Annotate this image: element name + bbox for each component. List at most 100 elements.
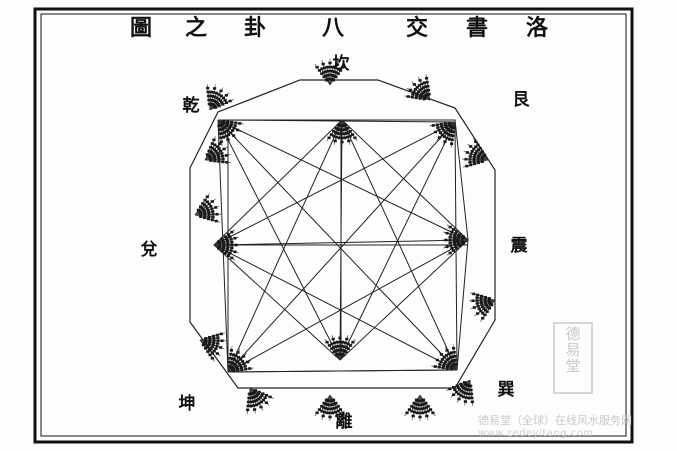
fan-glyph-mark: [221, 240, 226, 244]
fan-glyph-mark: [420, 82, 424, 86]
trigram-label-gen: 艮: [512, 90, 530, 110]
fan-glyph-mark: [217, 155, 221, 159]
fan-glyph-mark: [472, 158, 476, 161]
fan-glyph-mark: [449, 244, 453, 247]
fan-glyph-mark: [458, 232, 462, 236]
fan-glyph-mark: [216, 339, 220, 342]
fan-glyph-mark: [444, 125, 448, 128]
fan-glyph-mark: [476, 156, 480, 160]
fan-glyph-mark: [436, 126, 440, 129]
fan-glyph-mark: [335, 414, 339, 418]
fan-glyph-mark: [431, 411, 435, 415]
fan-glyph-mark: [472, 147, 476, 151]
fan-glyph-mark: [203, 214, 207, 218]
fan-glyph-mark: [228, 125, 233, 128]
fan-glyph-mark: [255, 398, 259, 402]
fan-glyph-mark: [320, 405, 324, 408]
fan-glyph-mark: [467, 392, 471, 396]
fan-glyph-mark: [476, 143, 480, 147]
fan-glyph-mark: [459, 382, 463, 386]
fan-glyph-mark: [449, 351, 454, 355]
fan-glyph-mark: [332, 70, 336, 73]
text-fan: [217, 119, 244, 146]
fan-glyph-mark: [218, 132, 222, 136]
fan-glyph-mark: [478, 147, 482, 150]
text-fans: [194, 59, 496, 421]
fan-glyph-mark: [342, 345, 346, 348]
fan-glyph-mark: [437, 365, 441, 369]
fan-glyph-mark: [225, 239, 229, 242]
fan-glyph-mark: [440, 127, 445, 130]
text-fan: [206, 84, 234, 111]
fan-glyph-mark: [477, 153, 481, 157]
watermark-url: www.zedeyitang.com: [478, 428, 594, 439]
fan-glyph-mark: [332, 346, 336, 349]
fan-glyph-mark: [422, 86, 426, 89]
fan-glyph-mark: [334, 131, 338, 134]
fan-glyph-mark: [232, 358, 236, 361]
text-fan: [431, 344, 458, 371]
fan-glyph-mark: [468, 160, 472, 164]
fan-glyph-mark: [232, 369, 236, 373]
fan-glyph-mark: [443, 122, 447, 125]
fan-glyph-mark: [336, 344, 340, 348]
fan-glyph-mark: [210, 200, 214, 203]
trigram-label-kun: 坤: [178, 394, 196, 414]
fan-glyph-mark: [241, 355, 246, 358]
fan-glyph-mark: [476, 159, 480, 163]
fan-glyph-mark: [456, 238, 460, 242]
fan-glyph-mark: [457, 392, 461, 396]
text-fan: [429, 121, 456, 148]
fan-glyph-mark: [259, 405, 263, 409]
fan-glyph-mark: [222, 242, 226, 245]
fan-glyph-mark: [207, 343, 211, 347]
fan-glyph-mark: [411, 93, 415, 96]
fan-glyph-mark: [422, 407, 426, 410]
fan-glyph-mark: [463, 400, 468, 403]
fan-glyph-mark: [338, 340, 342, 344]
fan-glyph-mark: [475, 302, 479, 305]
fan-glyph-mark: [461, 235, 465, 238]
fan-glyph-mark: [469, 392, 474, 396]
fan-glyph-mark: [322, 71, 326, 74]
fan-glyph-mark: [428, 408, 433, 411]
fan-glyph-mark: [320, 72, 324, 75]
fan-glyph-mark: [246, 400, 251, 404]
outer-border: [33, 7, 634, 444]
fan-glyph-mark: [212, 349, 216, 353]
fan-glyph-mark: [453, 245, 458, 248]
text-fan: [326, 119, 358, 146]
connection-line: [227, 119, 343, 373]
fan-glyph-mark: [220, 249, 224, 253]
fan-glyph-mark: [447, 137, 452, 141]
title-char: 交: [405, 15, 428, 41]
fan-glyph-mark: [325, 411, 329, 415]
fan-glyph-mark: [240, 368, 244, 372]
fan-glyph-mark: [414, 398, 419, 402]
fan-glyph-mark: [350, 133, 355, 136]
fan-glyph-mark: [417, 84, 422, 87]
fan-glyph-mark: [438, 131, 443, 134]
fan-glyph-mark: [414, 96, 418, 100]
fan-glyph-mark: [419, 94, 423, 97]
fan-glyph-mark: [204, 205, 208, 208]
fan-glyph-mark: [443, 123, 448, 127]
fan-glyph-mark: [223, 98, 227, 102]
fan-glyph-mark: [223, 235, 227, 239]
fan-glyph-mark: [447, 352, 451, 356]
fan-glyph-mark: [224, 130, 228, 133]
fan-glyph-mark: [485, 304, 489, 308]
fan-glyph-mark: [336, 67, 340, 71]
fan-glyph-mark: [450, 138, 454, 142]
fan-glyph-mark: [253, 399, 257, 403]
fan-glyph-mark: [414, 407, 418, 410]
text-fan: [446, 379, 474, 406]
fan-glyph-mark: [348, 130, 352, 133]
fan-glyph-mark: [208, 339, 212, 342]
fan-glyph-mark: [441, 366, 445, 370]
fan-glyph-mark: [206, 86, 210, 90]
fan-glyph-mark: [214, 347, 218, 351]
fan-glyph-mark: [328, 65, 332, 69]
fan-glyph-mark: [231, 134, 236, 137]
fan-glyph-mark: [206, 94, 211, 98]
